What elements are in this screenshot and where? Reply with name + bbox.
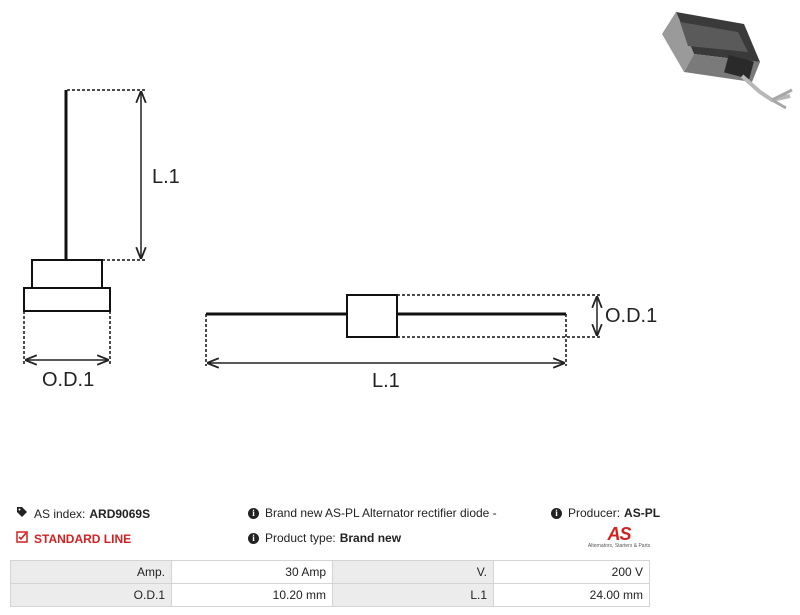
logo-mark: AS xyxy=(607,524,631,544)
spec-value: 200 V xyxy=(493,560,650,584)
spec-label: L.1 xyxy=(332,583,494,607)
diode-body xyxy=(346,294,398,338)
left-diameter-label: O.D.1 xyxy=(42,369,94,391)
spec-value: 30 Amp xyxy=(171,560,333,584)
left-length-label: L.1 xyxy=(152,166,180,188)
product-type-value: Brand new xyxy=(339,531,402,545)
spec-label: Amp. xyxy=(10,560,172,584)
table-row: O.D.1 10.20 mm L.1 24.00 mm xyxy=(10,583,650,607)
diode-base xyxy=(23,287,111,312)
table-row: Amp. 30 Amp V. 200 V xyxy=(10,560,650,584)
standard-line-label: STANDARD LINE xyxy=(34,531,132,546)
right-length-label: L.1 xyxy=(372,370,400,392)
product-type: i Product type: Brand new xyxy=(248,531,401,545)
spec-label: O.D.1 xyxy=(10,583,172,607)
logo-subtext: Alternators, Starters & Parts xyxy=(587,543,651,549)
standard-line: STANDARD LINE xyxy=(16,531,131,546)
specification-table: Amp. 30 Amp V. 200 V O.D.1 10.20 mm L.1 … xyxy=(10,560,650,607)
right-diameter-label: O.D.1 xyxy=(605,305,657,327)
diode-side-view xyxy=(23,89,145,366)
rectifier-diode-photo xyxy=(662,12,793,110)
diode-top-view xyxy=(205,294,602,366)
info-icon: i xyxy=(248,532,259,544)
spec-value: 10.20 mm xyxy=(171,583,333,607)
diode-cap xyxy=(31,259,103,289)
producer-value: AS-PL xyxy=(624,506,661,520)
as-index: AS index: ARD9069S xyxy=(16,506,150,521)
spec-label: V. xyxy=(332,560,494,584)
spec-value: 24.00 mm xyxy=(493,583,650,607)
producer-label: Producer: xyxy=(568,506,621,520)
as-pl-logo: AS Alternators, Starters & Parts xyxy=(586,525,652,549)
description-text: Brand new AS-PL Alternator rectifier dio… xyxy=(265,506,497,520)
as-index-label: AS index: xyxy=(34,506,86,521)
product-description: i Brand new AS-PL Alternator rectifier d… xyxy=(248,506,497,520)
technical-drawing: L.1 O.D.1 O.D.1 L.1 xyxy=(23,12,793,392)
producer: i Producer: AS-PL xyxy=(551,506,660,520)
as-index-value: ARD9069S xyxy=(89,506,151,521)
info-icon: i xyxy=(248,507,259,519)
info-icon: i xyxy=(551,507,562,519)
tag-icon xyxy=(16,506,28,521)
product-type-label: Product type: xyxy=(265,531,336,545)
checkbox-icon xyxy=(16,531,28,546)
